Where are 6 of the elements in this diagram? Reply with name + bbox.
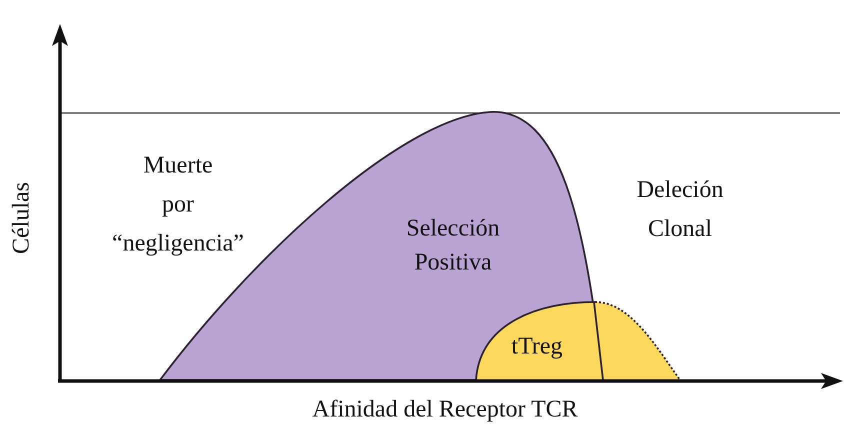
region-label: tTreg [511, 332, 563, 362]
cells-axis-title: Células [8, 182, 36, 254]
affinity-axis-title: Afinidad del Receptor TCR [312, 396, 578, 424]
region-label: Muerte por “negligencia” [112, 152, 244, 258]
region-label: Deleción Clonal [636, 176, 724, 244]
region-label: Selección Positiva [406, 214, 500, 277]
